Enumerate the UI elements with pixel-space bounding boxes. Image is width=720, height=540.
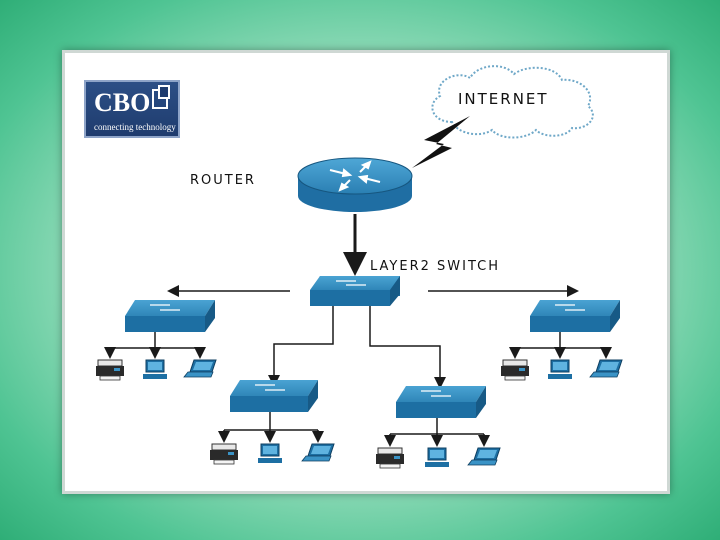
switch-label: LAYER2 SWITCH xyxy=(370,259,500,274)
desktop-icon xyxy=(548,359,572,379)
switch-links xyxy=(167,285,579,389)
laptop-icon xyxy=(301,443,335,462)
internet-cloud-icon xyxy=(431,65,594,139)
switch-right-icon xyxy=(530,300,620,332)
switch-left-icon xyxy=(125,300,215,332)
device-group-center-right xyxy=(376,418,501,469)
internet-label: INTERNET xyxy=(458,90,549,108)
laptop-icon xyxy=(183,359,217,378)
laptop-icon xyxy=(589,359,623,378)
desktop-icon xyxy=(425,447,449,467)
desktop-icon xyxy=(258,443,282,463)
company-logo: CBO connecting technology xyxy=(84,80,180,138)
printer-icon xyxy=(501,359,529,381)
logo-brand: CBO xyxy=(94,88,151,117)
switch-center-right-icon xyxy=(396,386,486,418)
printer-icon xyxy=(96,359,124,381)
logo-square-small-icon xyxy=(158,85,170,99)
laptop-icon xyxy=(467,447,501,466)
device-group-center-left xyxy=(210,412,335,465)
desktop-icon xyxy=(143,359,167,379)
device-group-right xyxy=(501,332,623,381)
router-icon xyxy=(297,157,413,212)
printer-icon xyxy=(376,447,404,469)
main-switch-icon xyxy=(310,276,400,306)
device-group-left xyxy=(96,332,217,381)
switch-center-left-icon xyxy=(230,380,318,412)
logo-tagline: connecting technology xyxy=(94,122,176,132)
router-label: ROUTER xyxy=(190,173,256,188)
printer-icon xyxy=(210,443,238,465)
